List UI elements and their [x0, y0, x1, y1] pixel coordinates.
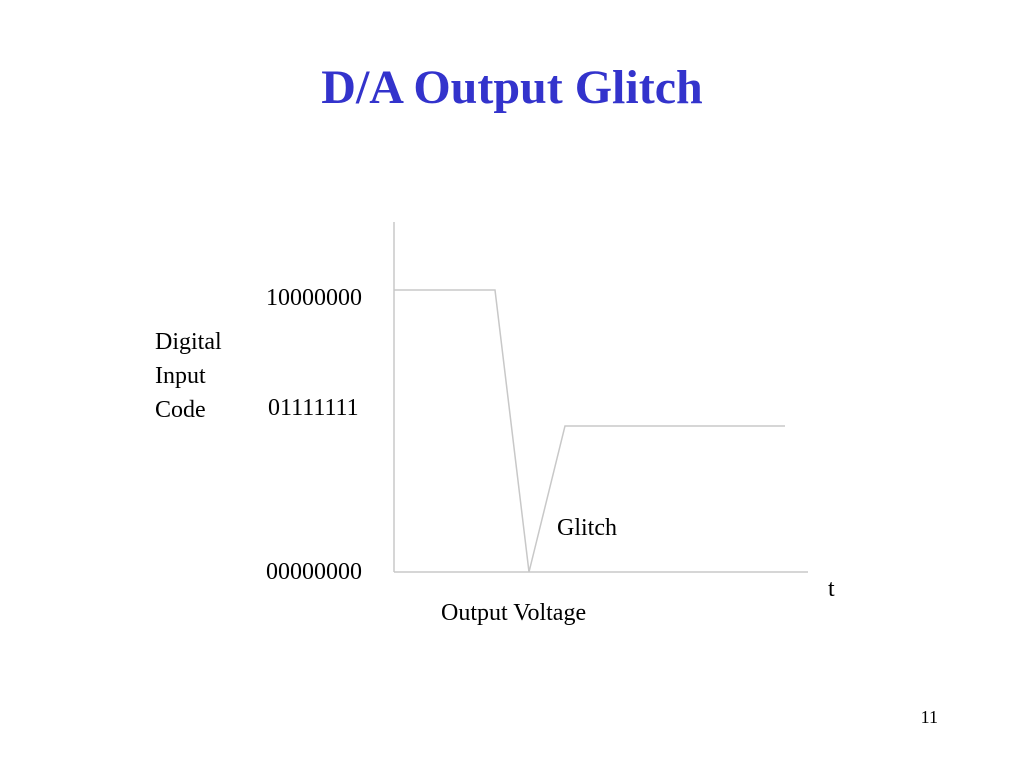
glitch-label: Glitch — [557, 515, 617, 541]
y-axis-title-line-2: Input — [155, 363, 206, 389]
slide-title: D/A Output Glitch — [321, 61, 703, 114]
y-axis-title-line-1: Digital — [155, 329, 222, 355]
output-waveform — [394, 289, 785, 573]
page-number: 11 — [920, 707, 938, 727]
diagram-caption: Output Voltage — [441, 600, 587, 626]
y-tick-00000000: 00000000 — [266, 559, 362, 585]
y-axis-title-line-3: Code — [155, 397, 206, 423]
x-axis-label: t — [828, 576, 835, 602]
y-tick-01111111: 01111111 — [268, 395, 359, 421]
y-tick-10000000: 10000000 — [266, 285, 362, 311]
y-axis-title: Digital Input Code — [155, 325, 222, 427]
